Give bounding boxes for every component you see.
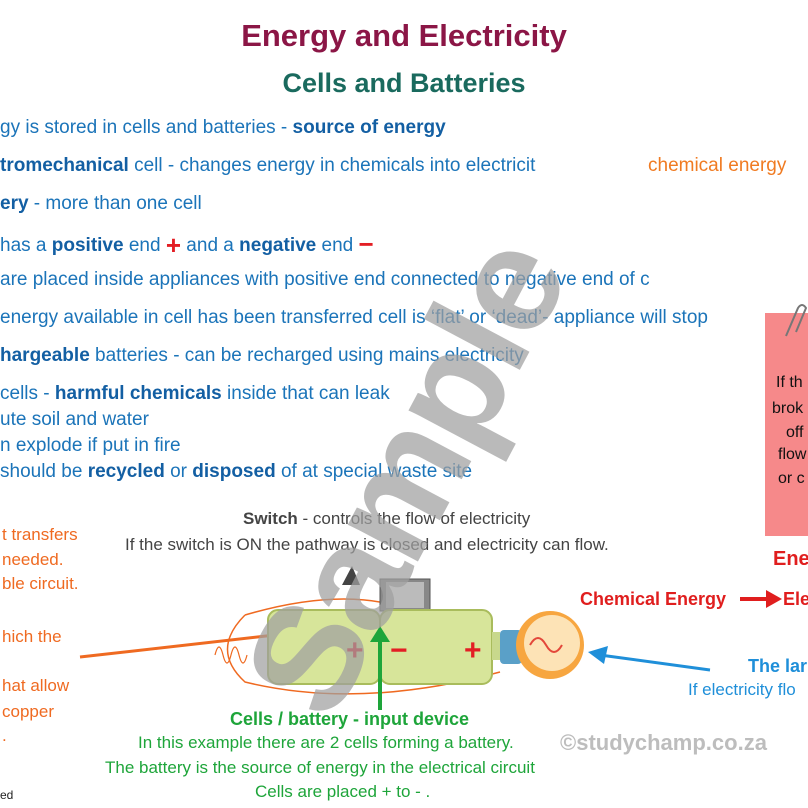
page-subtitle: Cells and Batteries: [282, 68, 526, 98]
bullet-line-3: ery - more than one cell: [0, 193, 202, 214]
bullet-line-4: has a positive end + and a negative end …: [0, 229, 374, 260]
left-note-6: copper: [2, 702, 54, 721]
bullet-line-5: are placed inside appliances with positi…: [0, 269, 650, 290]
switch-lever: [386, 582, 424, 608]
cell-2-positive: +: [464, 634, 482, 667]
cell-2-negative: −: [390, 634, 408, 667]
cells-desc-3: Cells are placed + to - .: [255, 782, 431, 801]
info-box-line-5: or c: [778, 470, 805, 487]
bullet-line-11: should be recycled or disposed of at spe…: [0, 461, 473, 482]
watermark: ©studychamp.co.za: [560, 730, 767, 755]
wire-top: [244, 598, 391, 616]
cells-desc-2: The battery is the source of energy in t…: [105, 758, 535, 777]
lamp-filament-icon: [529, 637, 563, 653]
bullet-line-1: gy is stored in cells and batteries - so…: [0, 117, 446, 138]
switch-marker-icon: [342, 566, 360, 585]
bullet-line-10: n explode if put in fire: [0, 435, 181, 456]
info-box-line-1: If th: [776, 374, 803, 391]
electrical-energy-flow: Ele: [783, 589, 808, 609]
info-box-line-2: brok: [772, 400, 804, 417]
pointer-line-left: [79, 633, 276, 659]
chemical-energy-label: chemical energy: [648, 155, 787, 176]
lamp-arrow-icon: [588, 646, 608, 664]
cells-arrow-icon: [370, 626, 390, 642]
left-note-4: hich the: [2, 627, 62, 646]
switch-caption: Switch - controls the flow of electricit…: [243, 509, 531, 528]
left-note-5: hat allow: [2, 676, 70, 695]
bullet-line-7: hargeable batteries - can be recharged u…: [0, 345, 524, 366]
paperclip-icon: [785, 304, 808, 337]
energy-heading: Ene: [773, 548, 808, 570]
footer-text: ed: [0, 788, 14, 802]
info-box-line-3: off: [786, 424, 804, 441]
pointer-line-right: [599, 653, 711, 672]
cells-heading: Cells / battery - input device: [230, 709, 470, 729]
left-note-7: .: [2, 726, 7, 745]
circuit-diagram: + − +: [79, 566, 711, 710]
cells-desc-1: In this example there are 2 cells formin…: [138, 733, 514, 752]
lamp-heading: The lar: [748, 656, 808, 676]
negative-sign: −: [358, 229, 374, 259]
positive-sign: +: [165, 230, 182, 260]
bullet-line-2: tromechanical cell - changes energy in c…: [0, 155, 536, 176]
bullet-line-9: ute soil and water: [0, 409, 149, 430]
wire-coil: [214, 646, 248, 664]
info-box: [765, 313, 808, 536]
cell-1-positive: +: [346, 634, 364, 667]
left-note-1: t transfers: [2, 525, 78, 544]
wire-bottom: [226, 614, 501, 695]
lamp-glow: [524, 615, 580, 671]
bullet-line-8: cells - harmful chemicals inside that ca…: [0, 383, 390, 404]
left-note-2: needed.: [2, 550, 64, 569]
page-title: Energy and Electricity: [241, 18, 567, 53]
lamp-base: [500, 630, 522, 664]
lamp-description: If electricity flo: [688, 680, 796, 699]
bullet-line-6: energy available in cell has been transf…: [0, 307, 708, 328]
switch-description: If the switch is ON the pathway is close…: [125, 535, 609, 554]
chemical-energy-flow: Chemical Energy: [580, 589, 727, 609]
cell-terminal: [492, 632, 500, 660]
info-box-line-4: flow: [778, 446, 807, 463]
arrow-right-icon: [740, 590, 782, 608]
left-note-3: ble circuit.: [2, 574, 79, 593]
